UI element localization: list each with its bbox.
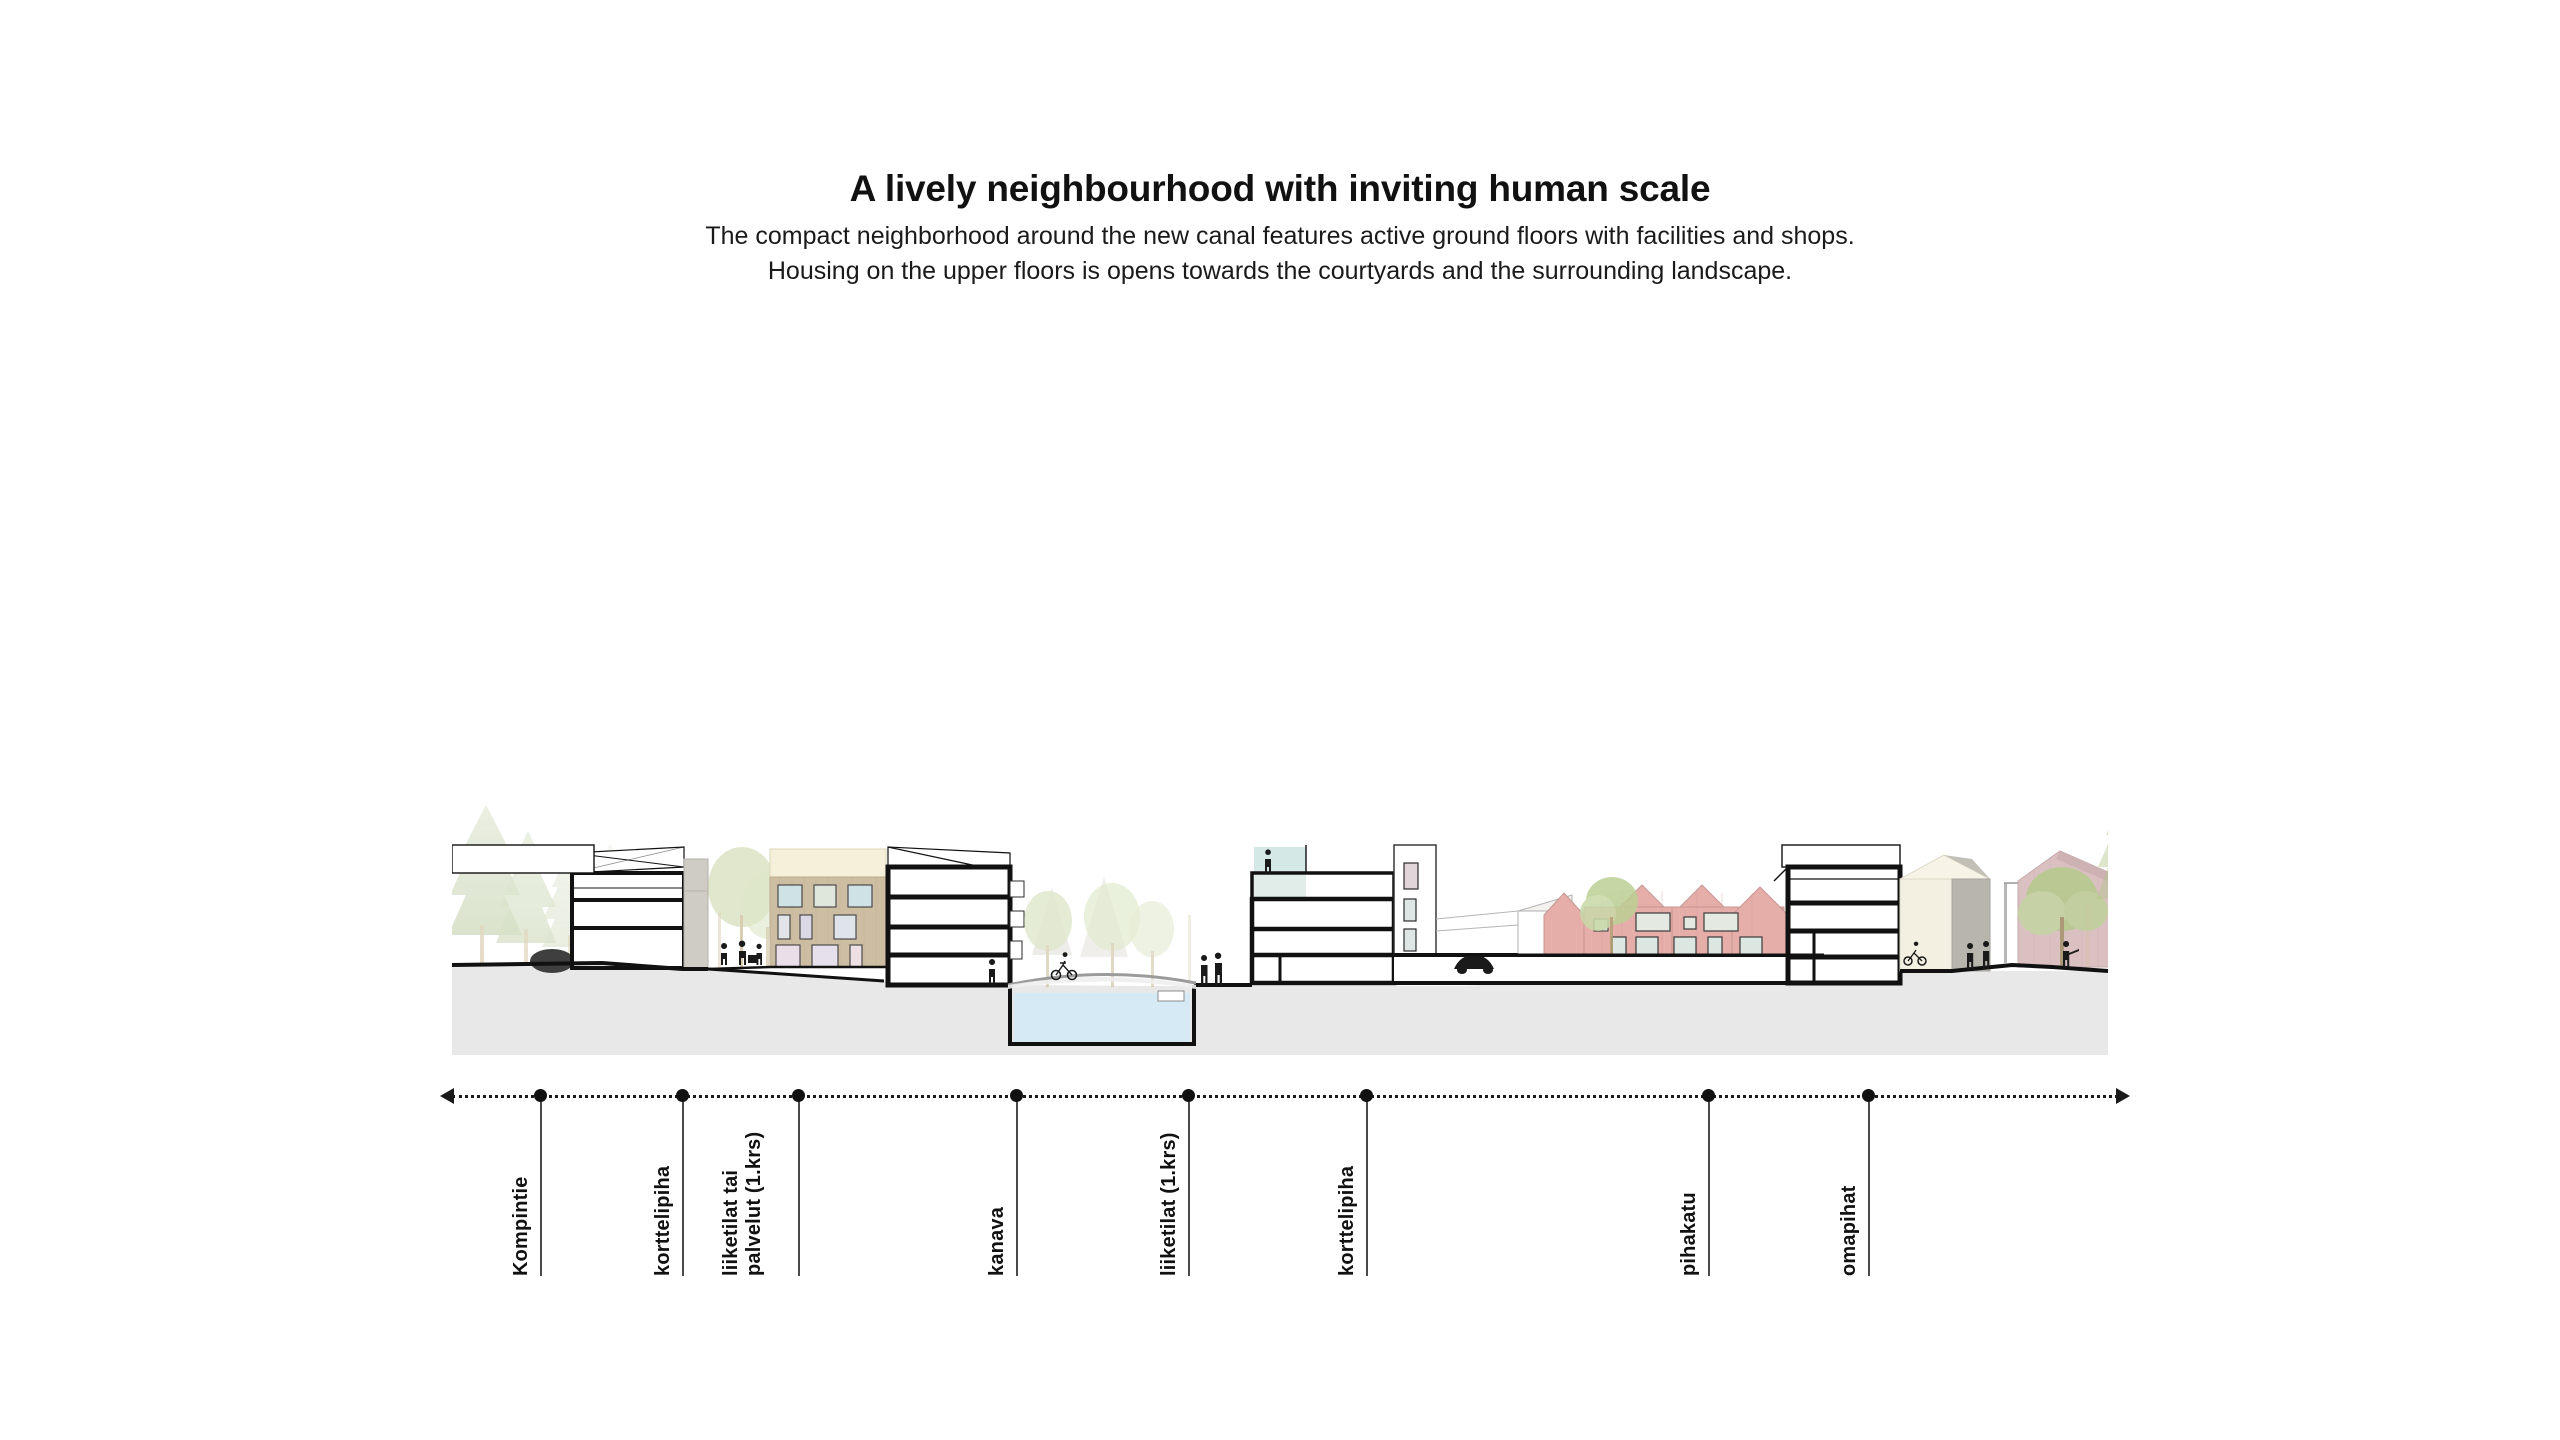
- roof-cream-band: [769, 848, 887, 878]
- ground-fill-right: [1152, 971, 2108, 1055]
- pink-barn: [2017, 850, 2108, 968]
- label-line-1: liiketilat tai: [720, 1169, 742, 1276]
- dimension-dotted-line: [452, 1095, 2118, 1098]
- section-block-1: [570, 846, 709, 970]
- people-group-left: [721, 940, 762, 965]
- canal-bridge: [1007, 973, 1197, 987]
- canal-trees: [1024, 877, 1191, 987]
- tick-dot: [792, 1089, 805, 1102]
- subtitle-line-1: The compact neighborhood around the new …: [705, 221, 1855, 250]
- shrub-left: [530, 949, 574, 973]
- dimension-label-kompintie: Kompintie: [510, 1176, 532, 1276]
- architectural-section-drawing: [452, 795, 2108, 1055]
- dimension-tick-pihakatu: pihakatu: [1678, 1089, 1715, 1276]
- arrow-left-icon: [440, 1088, 454, 1104]
- parking-level: [1394, 953, 1824, 985]
- page-title: A lively neighbourhood with inviting hum…: [849, 168, 1711, 209]
- dimension-tick-omapihat: omapihat: [1838, 1089, 1875, 1276]
- tick-dot: [1862, 1089, 1875, 1102]
- dimension-tick-korttelipiha-1: korttelipiha: [652, 1089, 689, 1276]
- canal: [952, 973, 1252, 1046]
- tick-dot: [1702, 1089, 1715, 1102]
- dimension-label-kanava: kanava: [986, 1206, 1008, 1276]
- tick-dot: [1360, 1089, 1373, 1102]
- dimension-tick-kanava: kanava: [986, 1089, 1023, 1276]
- dimension-label-liiketilat: liiketilat (1.krs): [1158, 1132, 1180, 1276]
- people-group-right: [1903, 941, 2079, 969]
- tick-dot: [1182, 1089, 1195, 1102]
- tick-dot: [676, 1089, 689, 1102]
- dimension-tick-kompintie: Kompintie: [510, 1089, 547, 1276]
- section-block-3: [452, 844, 1437, 986]
- dimension-label-korttelipiha-1: korttelipiha: [652, 1165, 674, 1276]
- dimension-label-pihakatu: pihakatu: [1678, 1192, 1700, 1276]
- subtitle-line-2: Housing on the upper floors is opens tow…: [767, 257, 1793, 286]
- dimension-tick-korttelipiha-2: korttelipiha: [1336, 1089, 1373, 1276]
- pink-row-houses: [1543, 877, 1789, 956]
- header: A lively neighbourhood with inviting hum…: [0, 168, 2560, 290]
- car-silhouette: [1454, 955, 1494, 969]
- section-block-4: [1773, 844, 1903, 986]
- label-line-2: palvelut (1.krs): [743, 1131, 765, 1276]
- courtyard-facade-block: [769, 848, 887, 968]
- tick-dot: [1010, 1089, 1023, 1102]
- section-svg: [452, 795, 2108, 1055]
- tick-dot: [534, 1089, 547, 1102]
- deciduous-trees-right: [2086, 829, 2108, 967]
- gabled-volumes-right: [1899, 854, 2018, 972]
- dimension-label-korttelipiha-2: korttelipiha: [1336, 1165, 1358, 1276]
- dimension-tick-liiketilat: liiketilat (1.krs): [1158, 1089, 1195, 1276]
- dimension-label-omapihat: omapihat: [1838, 1185, 1860, 1277]
- page-subtitle: The compact neighborhood around the new …: [0, 219, 2560, 290]
- people-group-bridge: [989, 952, 1222, 985]
- ground-cut-line: [452, 953, 2108, 985]
- section-block-2: [885, 846, 1025, 988]
- arrow-right-icon: [2116, 1088, 2130, 1104]
